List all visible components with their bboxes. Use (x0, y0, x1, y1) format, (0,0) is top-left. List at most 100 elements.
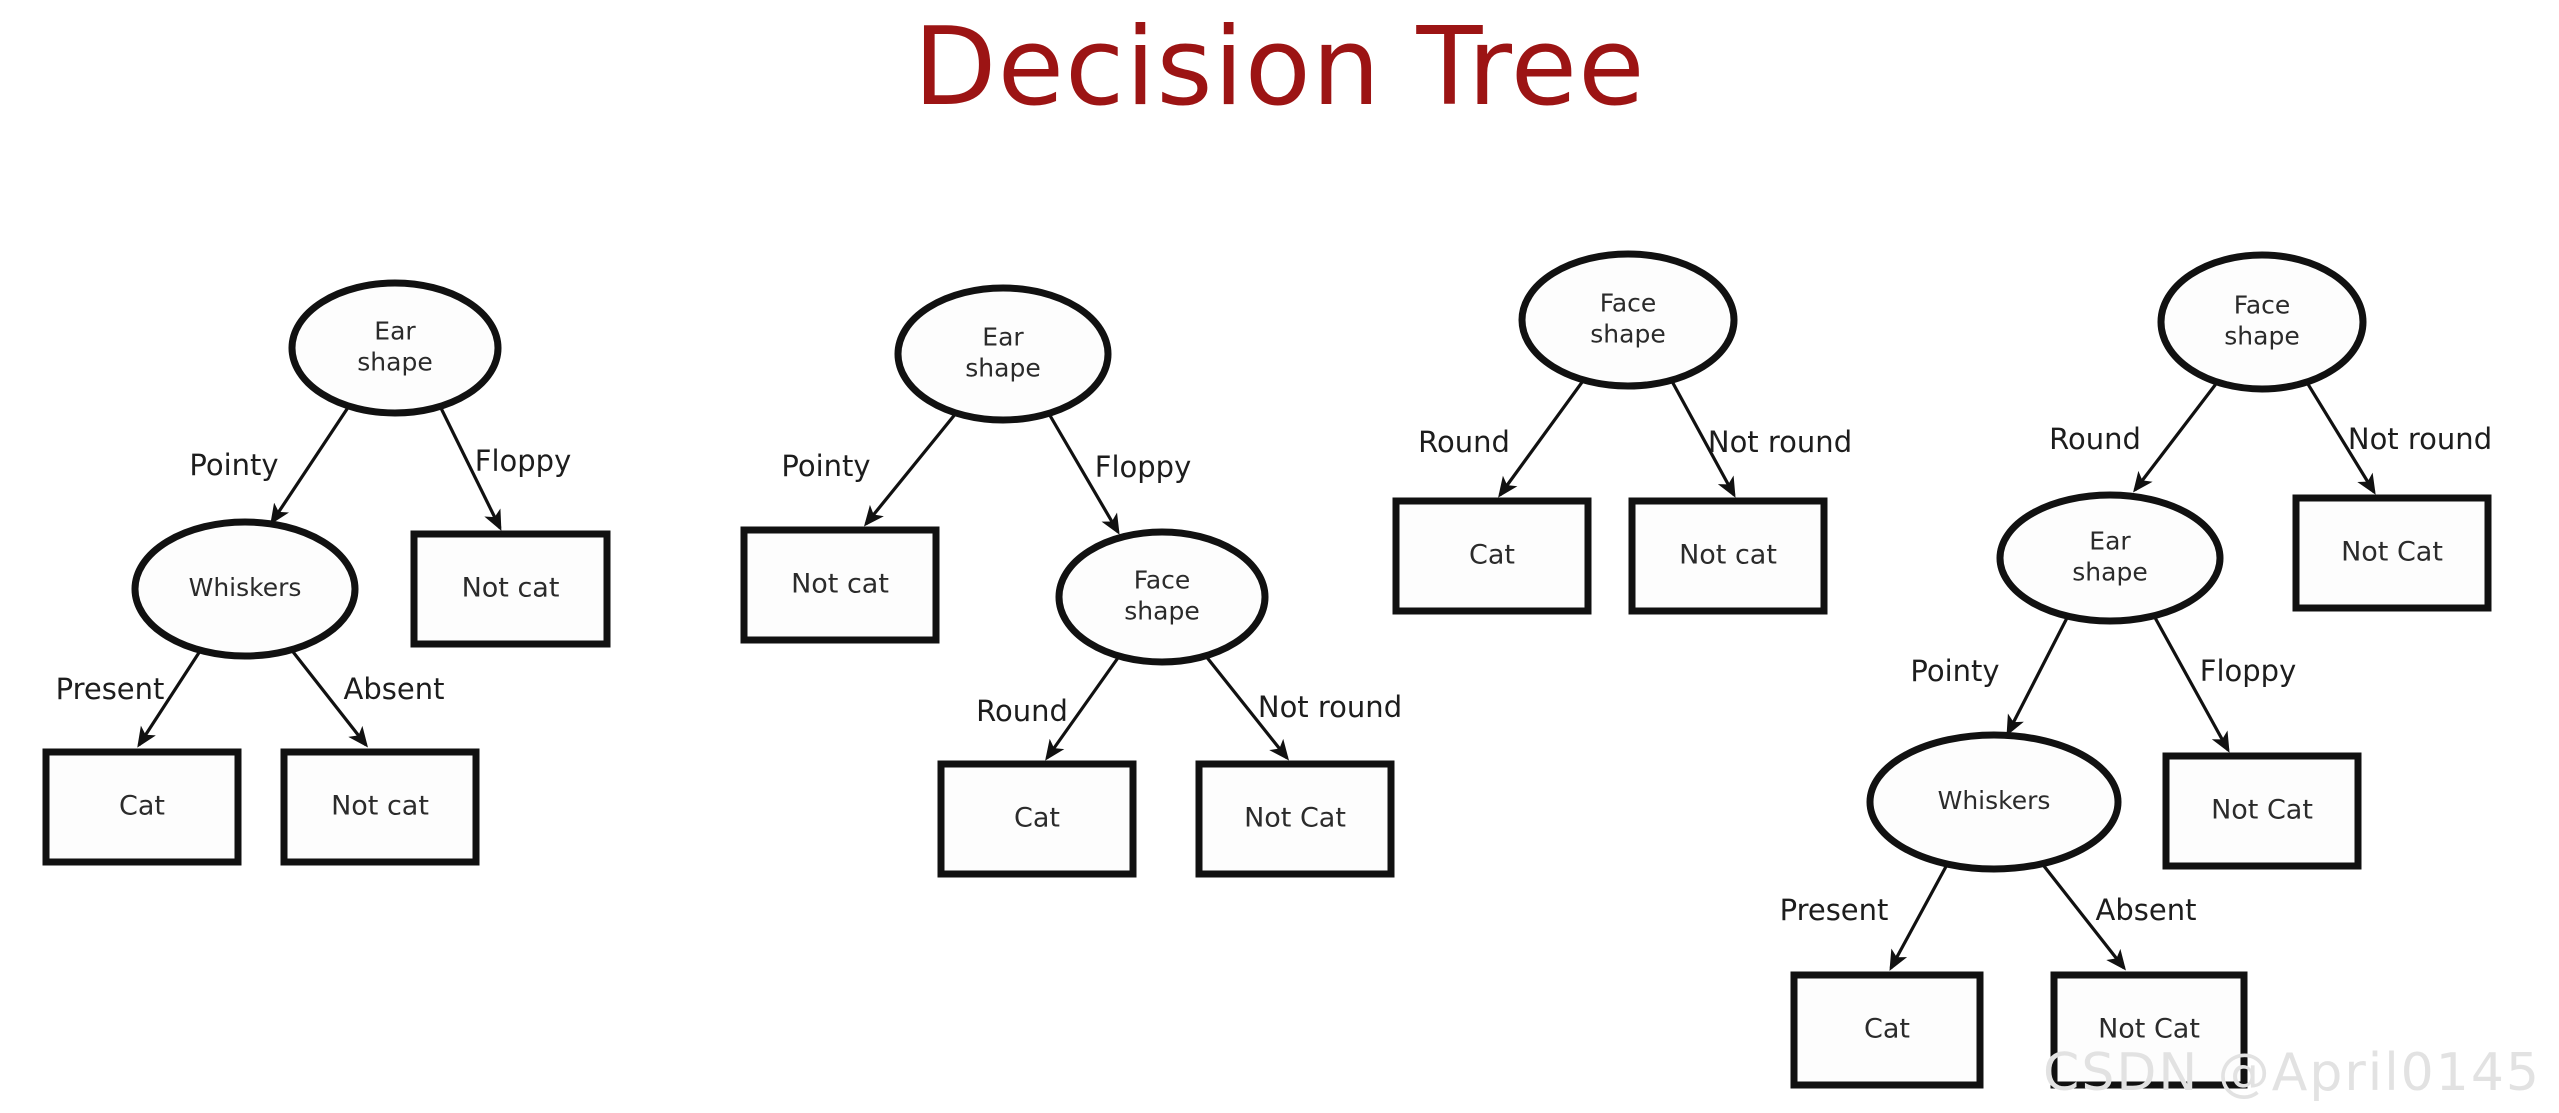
edge-label: Floppy (1095, 450, 1191, 484)
node-label: Face (2234, 291, 2291, 320)
tree-edge: Not round (1666, 373, 1852, 498)
node-ellipse[interactable] (131, 518, 359, 660)
leaf-node-not-cat[interactable]: Not Cat (1195, 760, 1395, 878)
node-rect[interactable] (740, 526, 940, 644)
leaf-node-cat[interactable]: Cat (42, 748, 242, 866)
page-title: Decision Tree (913, 5, 1646, 130)
edge-arrow-pointy (863, 405, 963, 527)
node-label: shape (965, 354, 1040, 383)
tree-edge: Not round (1203, 654, 1402, 761)
node-rect[interactable] (1392, 497, 1592, 615)
leaf-node-not-cat[interactable]: Not Cat (2292, 494, 2492, 612)
edge-arrow-round (1498, 373, 1590, 498)
node-ellipse[interactable] (1518, 250, 1738, 390)
node-label: Cat (1469, 540, 1515, 571)
node-label: Not cat (1679, 540, 1777, 571)
edge-label: Not round (1258, 690, 1402, 724)
edge-label: Present (56, 672, 165, 706)
decision-node-whiskers[interactable]: Whiskers (1866, 731, 2122, 873)
edge-arrow-not-round (1203, 654, 1289, 761)
tree-edge: Round (976, 654, 1122, 761)
leaf-node-cat[interactable]: Cat (1392, 497, 1592, 615)
edge-label: Pointy (1910, 654, 1999, 688)
node-rect[interactable] (2292, 494, 2492, 612)
node-label: Not cat (791, 569, 889, 600)
node-rect[interactable] (1195, 760, 1395, 878)
node-label: Cat (1864, 1014, 1910, 1045)
edge-label: Not round (2348, 422, 2492, 456)
node-label: shape (1590, 320, 1665, 349)
node-ellipse[interactable] (1996, 491, 2224, 625)
node-label: shape (2072, 558, 2147, 587)
tree-edge: Present (56, 647, 204, 748)
node-label: shape (357, 348, 432, 377)
edge-arrow-absent (2038, 860, 2126, 971)
edge-label: Present (1780, 893, 1889, 927)
node-rect[interactable] (2162, 752, 2362, 870)
tree-edge: Present (1780, 860, 1951, 971)
edge-arrow-round (1045, 654, 1122, 761)
node-label: Whiskers (189, 573, 302, 602)
node-rect[interactable] (280, 748, 480, 866)
node-rect[interactable] (42, 748, 242, 866)
node-label: Not Cat (1244, 803, 1346, 834)
leaf-node-cat[interactable]: Cat (937, 760, 1137, 878)
node-label: Whiskers (1938, 786, 2051, 815)
node-label: Ear (374, 317, 416, 346)
node-ellipse[interactable] (288, 279, 502, 417)
leaf-node-cat[interactable]: Cat (1790, 971, 1984, 1089)
tree-edge: Not round (2301, 375, 2492, 495)
node-label: Face (1134, 566, 1191, 595)
tree-edge: Floppy (435, 399, 571, 531)
leaf-node-not-cat[interactable]: Not cat (280, 748, 480, 866)
tree-edge: Floppy (2151, 613, 2296, 753)
tree-edge: Round (1418, 373, 1590, 498)
node-rect[interactable] (1790, 971, 1984, 1089)
edge-label: Floppy (2200, 654, 2296, 688)
node-label: Face (1600, 289, 1657, 318)
edge-label: Round (2049, 422, 2141, 456)
node-label: Not cat (331, 791, 429, 822)
node-rect[interactable] (1628, 497, 1828, 615)
node-label: shape (2224, 322, 2299, 351)
leaf-node-not-cat[interactable]: Not Cat (2162, 752, 2362, 870)
node-rect[interactable] (410, 530, 611, 648)
node-label: Cat (119, 791, 165, 822)
node-label: Cat (1014, 803, 1060, 834)
leaf-node-not-cat[interactable]: Not cat (1628, 497, 1828, 615)
csdn-watermark: CSDN @April0145 (2043, 1043, 2541, 1103)
edge-arrow-not-round (1666, 373, 1736, 498)
tree-edge: Pointy (189, 399, 355, 525)
edge-arrow-pointy (2006, 613, 2071, 736)
edge-label: Absent (344, 672, 445, 706)
node-ellipse[interactable] (2157, 251, 2367, 393)
edge-label: Floppy (475, 444, 571, 478)
node-ellipse[interactable] (1055, 528, 1269, 666)
leaf-node-not-cat[interactable]: Not cat (740, 526, 940, 644)
node-label: Ear (2089, 527, 2131, 556)
tree-edge: Absent (288, 647, 445, 748)
node-ellipse[interactable] (894, 284, 1112, 424)
tree-edge: Absent (2038, 860, 2196, 971)
leaf-node-not-cat[interactable]: Not cat (410, 530, 611, 648)
edge-label: Round (976, 694, 1068, 728)
edge-arrow-absent (288, 647, 368, 748)
node-ellipse[interactable] (1866, 731, 2122, 873)
decision-node-whiskers[interactable]: Whiskers (131, 518, 359, 660)
node-rect[interactable] (937, 760, 1137, 878)
leaf-node-not-cat[interactable]: Not Cat (2050, 971, 2248, 1089)
edge-arrow-pointy (270, 399, 355, 525)
edge-arrow-round (2133, 375, 2224, 493)
node-rect[interactable] (2050, 971, 2248, 1089)
